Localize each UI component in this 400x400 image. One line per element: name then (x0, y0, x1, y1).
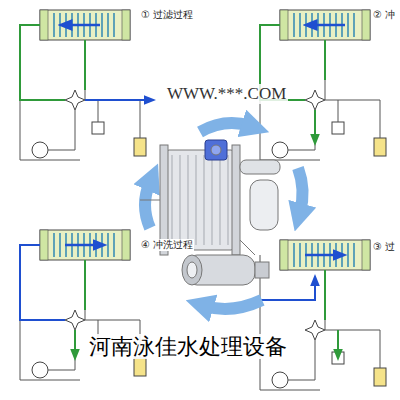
company-caption: 河南泳佳水处理设备 (86, 334, 290, 359)
watermark: WWW.***.COM (165, 84, 288, 104)
panel-title: ② 冲 (372, 9, 396, 21)
panel-title: ① 过滤过程 (140, 9, 194, 21)
panel-title: ④ 冲洗过程 (140, 239, 194, 251)
panel-title: ③ 过 (372, 241, 396, 253)
